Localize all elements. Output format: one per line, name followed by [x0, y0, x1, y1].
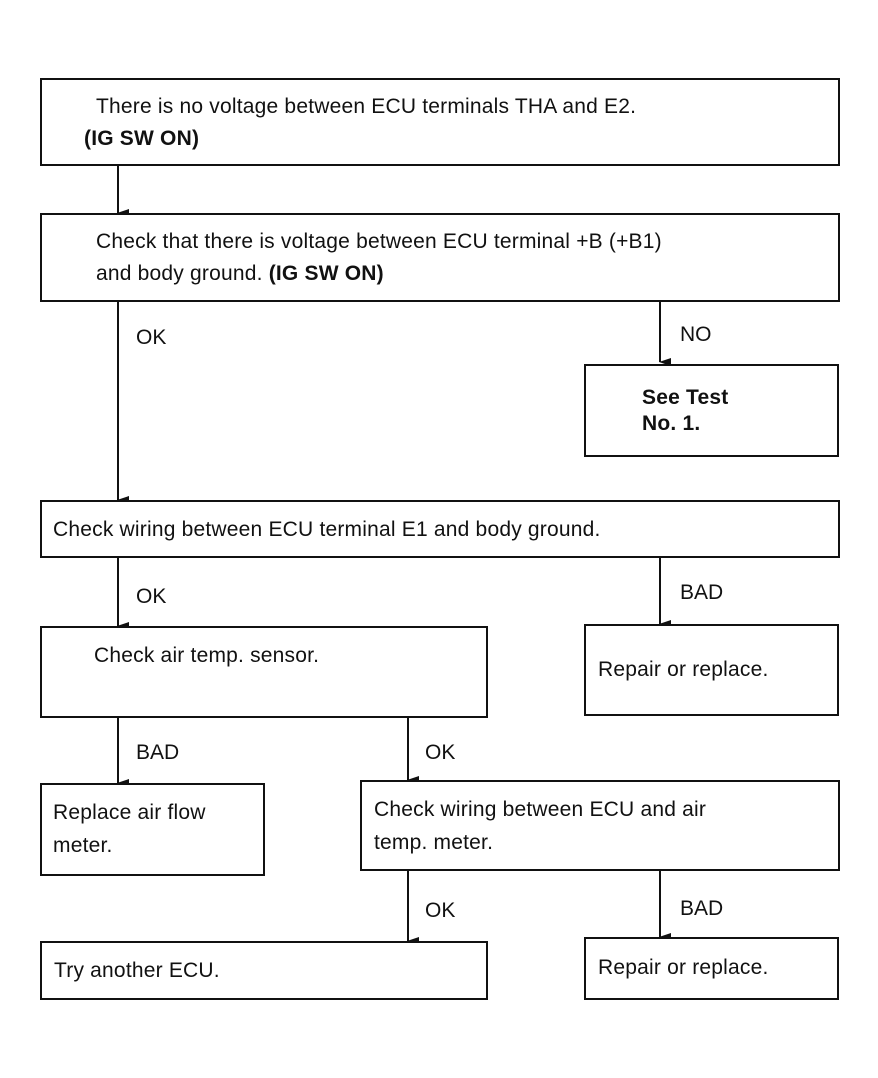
see-test-box: See Test No. 1.	[584, 364, 839, 457]
branch-label-bad-1: BAD	[680, 581, 724, 604]
repair-replace-1-line1: Repair or replace.	[598, 658, 769, 681]
check-voltage-line2: and body ground. (IG SW ON)	[96, 257, 384, 290]
repair-replace-box-2: Repair or replace.	[584, 937, 839, 1000]
repair-replace-box-1: Repair or replace.	[584, 624, 839, 716]
check-air-temp-box: Check air temp. sensor.	[40, 626, 488, 718]
check-wiring-ecu-line1: Check wiring between ECU and air	[374, 798, 707, 821]
check-air-temp-line1: Check air temp. sensor.	[94, 644, 320, 667]
try-another-ecu-line1: Try another ECU.	[54, 959, 220, 982]
check-wiring-e1-line1: Check wiring between ECU terminal E1 and…	[53, 518, 601, 541]
branch-label-ok-2: OK	[136, 585, 167, 608]
check-wiring-ecu-box: Check wiring between ECU and air temp. m…	[360, 780, 840, 871]
repair-replace-2-line1: Repair or replace.	[598, 956, 769, 979]
branch-label-ok-3: OK	[425, 741, 456, 764]
check-voltage-line1: Check that there is voltage between ECU …	[96, 230, 662, 253]
replace-air-flow-line2: meter.	[53, 834, 113, 857]
branch-label-no-1: NO	[680, 323, 712, 346]
check-wiring-ecu-line2: temp. meter.	[374, 831, 494, 854]
branch-label-ok-4: OK	[425, 899, 456, 922]
see-test-line2: No. 1.	[642, 412, 701, 435]
start-condition-line2: (IG SW ON)	[84, 127, 200, 150]
branch-label-ok-1: OK	[136, 326, 167, 349]
check-wiring-e1-box: Check wiring between ECU terminal E1 and…	[40, 500, 840, 558]
check-voltage-line2-plain: and body ground.	[96, 262, 269, 285]
check-voltage-line2-bold: (IG SW ON)	[268, 262, 384, 285]
replace-air-flow-line1: Replace air flow	[53, 801, 206, 824]
branch-label-bad-2: BAD	[136, 741, 180, 764]
start-condition-box: There is no voltage between ECU terminal…	[40, 78, 840, 166]
replace-air-flow-box: Replace air flow meter.	[40, 783, 265, 876]
start-condition-line1: There is no voltage between ECU terminal…	[96, 95, 637, 118]
check-voltage-box: Check that there is voltage between ECU …	[40, 213, 840, 302]
branch-label-bad-3: BAD	[680, 897, 724, 920]
try-another-ecu-box: Try another ECU.	[40, 941, 488, 1000]
see-test-line1: See Test	[642, 386, 729, 409]
